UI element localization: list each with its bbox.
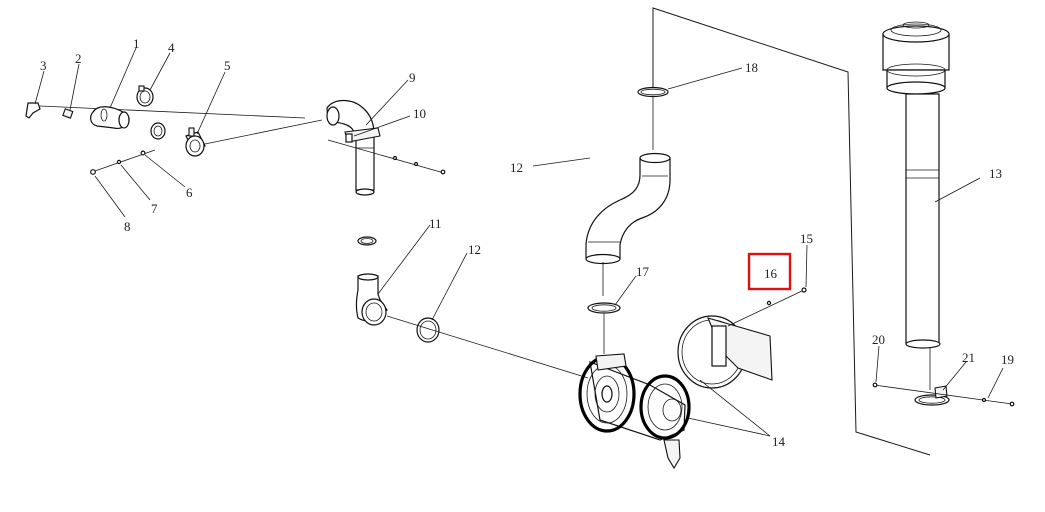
air-filter-assembly — [578, 7, 931, 470]
leader-lines — [34, 47, 1004, 399]
callout-7: 7 — [151, 201, 158, 216]
intake-elbow-assembly — [326, 99, 589, 379]
part-19-bolt[interactable] — [1009, 401, 1015, 407]
callout-5: 5 — [224, 58, 231, 73]
part-10-bolt[interactable] — [392, 155, 398, 161]
part-18-hose-clamp[interactable] — [637, 86, 669, 98]
part-7-washer[interactable] — [116, 159, 122, 165]
callout-16-highlight-box[interactable] — [747, 252, 792, 291]
callout-labels: 1 2 3 4 5 6 7 8 9 10 11 12 12 13 14 15 1… — [40, 36, 1014, 449]
callout-21: 21 — [962, 350, 975, 365]
callout-12-left: 12 — [510, 160, 523, 175]
part-3-elbow-fitting[interactable] — [25, 102, 41, 119]
part-15-bolt[interactable] — [801, 287, 807, 293]
callout-13: 13 — [989, 166, 1002, 181]
callout-17: 17 — [636, 264, 650, 279]
callout-18: 18 — [745, 60, 758, 75]
callout-11: 11 — [429, 216, 442, 231]
hose-clamp-small[interactable] — [357, 236, 377, 246]
left-inlet-assembly — [25, 85, 323, 175]
part-12-ring-clamp[interactable] — [416, 317, 440, 343]
part-10-washer[interactable] — [440, 169, 446, 175]
part-12-s-bend-pipe[interactable] — [585, 152, 671, 265]
callout-1: 1 — [133, 36, 140, 51]
callout-14: 14 — [772, 434, 786, 449]
callout-19: 19 — [1001, 352, 1014, 367]
callout-15: 15 — [800, 231, 813, 246]
part-13-precleaner-stack[interactable] — [882, 21, 950, 349]
part-10-nut[interactable] — [413, 161, 419, 167]
callout-10: 10 — [413, 106, 426, 121]
callout-9: 9 — [409, 70, 416, 85]
part-5-hose-sleeve[interactable] — [185, 127, 206, 157]
part-21-stack-clamp[interactable] — [914, 385, 950, 406]
callout-2: 2 — [75, 51, 82, 66]
part-14-mounting-band[interactable] — [677, 315, 773, 389]
part-10-clamp-bracket[interactable] — [344, 127, 381, 143]
callout-16: 16 — [764, 266, 778, 281]
callout-3: 3 — [40, 58, 47, 73]
clamp-ring[interactable] — [150, 122, 166, 140]
part-4-clamp[interactable] — [136, 85, 154, 107]
precleaner-stack-assembly — [872, 21, 1015, 407]
part-2-nut[interactable] — [62, 108, 74, 119]
part-6-nut[interactable] — [140, 150, 146, 156]
part-8-bolt[interactable] — [90, 169, 96, 175]
callout-6: 6 — [186, 185, 193, 200]
part-16-washer[interactable] — [766, 300, 772, 306]
part-17-hose-clamp[interactable] — [587, 302, 621, 314]
part-14-air-filter-housing[interactable] — [578, 353, 691, 470]
part-11-elbow-hose[interactable] — [355, 273, 388, 326]
callout-8: 8 — [124, 219, 131, 234]
callout-20: 20 — [872, 332, 885, 347]
dust-valve — [663, 439, 681, 470]
part-20-nut[interactable] — [872, 382, 878, 388]
part-1-hose-connector[interactable] — [90, 106, 130, 129]
part-9-elbow-pipe[interactable] — [326, 99, 375, 196]
callout-12-right: 12 — [468, 242, 481, 257]
part-19-washer[interactable] — [981, 397, 987, 403]
callout-4: 4 — [168, 40, 175, 55]
